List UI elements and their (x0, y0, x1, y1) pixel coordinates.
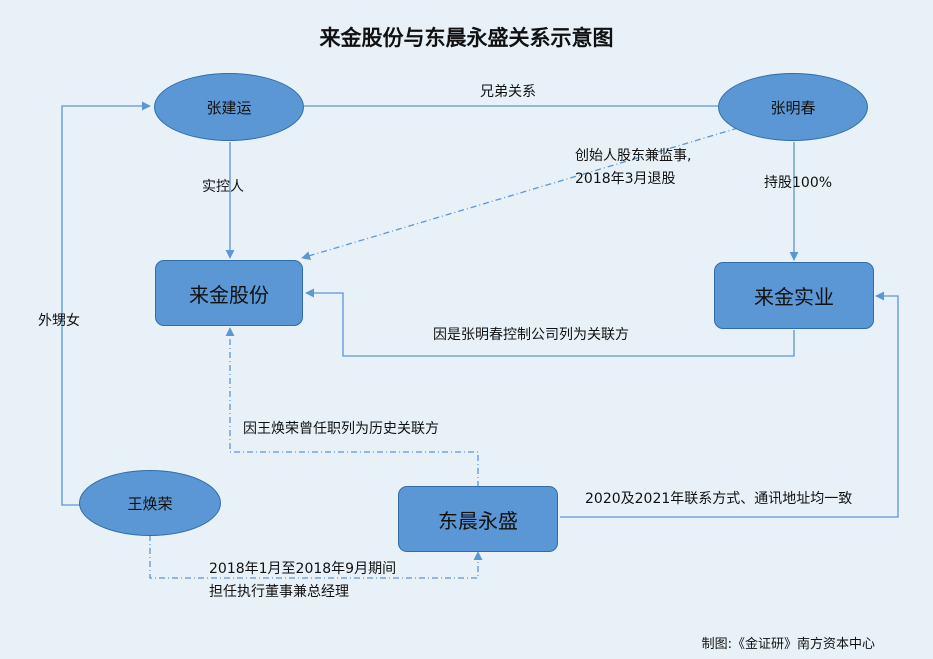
label-related-party-zmc: 因是张明春控制公司列为关联方 (433, 327, 629, 343)
label-actual-controller: 实控人 (202, 179, 244, 195)
person-node-wang-huanrong: 王焕荣 (79, 470, 221, 536)
founder-connector (301, 127, 739, 260)
label-tenure-line2: 担任执行董事兼总经理 (209, 584, 349, 600)
label-founder-line1: 创始人股东兼监事, (575, 148, 692, 164)
label-founder-line2: 2018年3月退股 (575, 171, 676, 187)
niece-connector (61, 101, 151, 506)
label-brothers: 兄弟关系 (480, 84, 536, 100)
label-tenure-line1: 2018年1月至2018年9月期间 (209, 561, 397, 577)
label-holds-100: 持股100% (764, 175, 833, 191)
contact-connector (560, 291, 899, 518)
credit-text: 制图:《金证研》南方资本中心 (701, 637, 875, 652)
person-node-zhang-jianyun: 张建运 (154, 73, 304, 141)
related-party-connector (305, 288, 795, 357)
person-node-zhang-mingchun: 张明春 (718, 73, 868, 141)
diagram-title: 来金股份与东晨永盛关系示意图 (319, 25, 614, 50)
label-contact-same: 2020及2021年联系方式、通讯地址均一致 (585, 491, 853, 507)
historical-related-connector (225, 327, 479, 487)
company-node-dongchen-yongsheng: 东晨永盛 (398, 486, 558, 552)
company-node-laijin-gufen: 来金股份 (155, 260, 303, 326)
label-niece: 外甥女 (38, 313, 80, 329)
company-node-laijin-shiye: 来金实业 (714, 262, 874, 329)
label-historical-related: 因王焕荣曾任职列为历史关联方 (243, 421, 439, 437)
